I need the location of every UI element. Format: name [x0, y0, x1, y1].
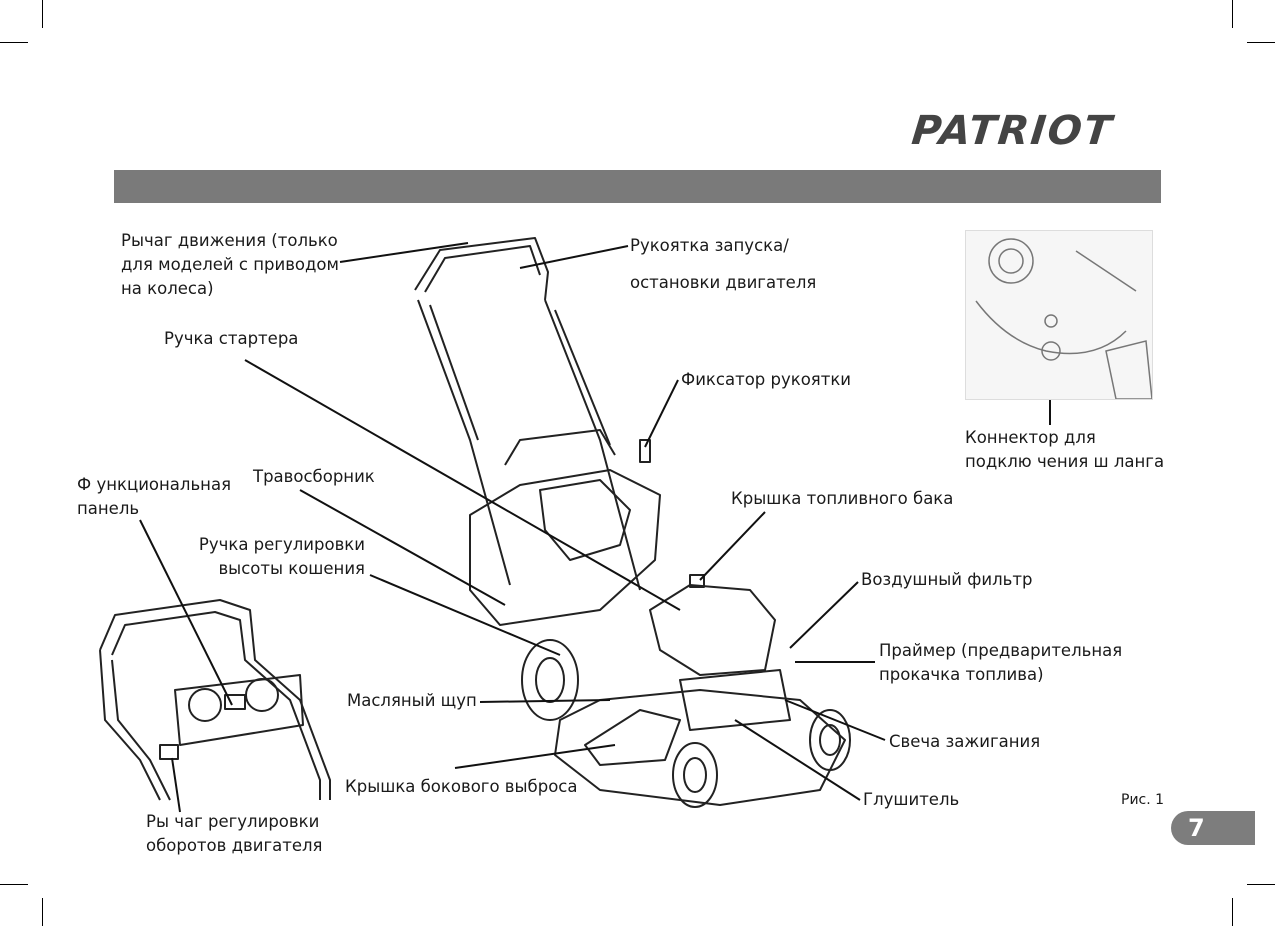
- figure-caption: Рис. 1: [1121, 792, 1165, 808]
- label-spark-plug: Свеча зажигания: [889, 732, 1041, 751]
- label-dipstick: Масляный щуп: [347, 691, 477, 710]
- label-primer: Праймер (предварительная прокачка топлив…: [879, 641, 1123, 684]
- label-connector: Коннектор для подклю чения ш ланга: [965, 428, 1165, 471]
- mower-deck: [554, 689, 846, 806]
- crop-mark: [1247, 884, 1275, 885]
- label-height-adjust: Ручка регулировки высоты кошения: [198, 535, 365, 578]
- grass-catcher-outline: [469, 469, 661, 626]
- label-starter-grip: Ручка стартера: [164, 329, 299, 348]
- label-muffler: Глушитель: [863, 790, 960, 809]
- crop-mark: [1232, 898, 1233, 926]
- label-start-stop-handle: Рукоятка запуска/ остановки двигателя: [630, 236, 817, 292]
- label-drive-lever: Рычаг движения (только для моделей с при…: [121, 231, 339, 298]
- label-side-discharge: Крышка бокового выброса: [345, 777, 578, 796]
- crop-mark: [42, 898, 43, 926]
- inset-handle: [99, 599, 331, 800]
- label-grass-catcher: Травосборник: [253, 467, 375, 486]
- crop-mark: [0, 42, 28, 43]
- section-header-band: [114, 170, 1161, 203]
- label-throttle-lever: Ры чаг регулировки оборотов двигателя: [146, 812, 323, 855]
- crop-mark: [1247, 42, 1275, 43]
- handle-bar: [414, 237, 549, 301]
- crop-mark: [42, 0, 43, 28]
- page-number-tab: 7: [1171, 811, 1255, 845]
- crop-mark: [0, 884, 28, 885]
- label-handle-lock: Фиксатор рукоятки: [681, 370, 852, 389]
- page-number: 7: [1188, 814, 1205, 842]
- label-air-filter: Воздушный фильтр: [861, 570, 1033, 589]
- label-function-panel: Ф ункциональная панель: [77, 475, 232, 518]
- connector-detail-inset: [965, 230, 1153, 400]
- label-fuel-cap: Крышка топливного бака: [731, 489, 954, 508]
- crop-mark: [1232, 0, 1233, 28]
- engine-cover: [649, 584, 776, 676]
